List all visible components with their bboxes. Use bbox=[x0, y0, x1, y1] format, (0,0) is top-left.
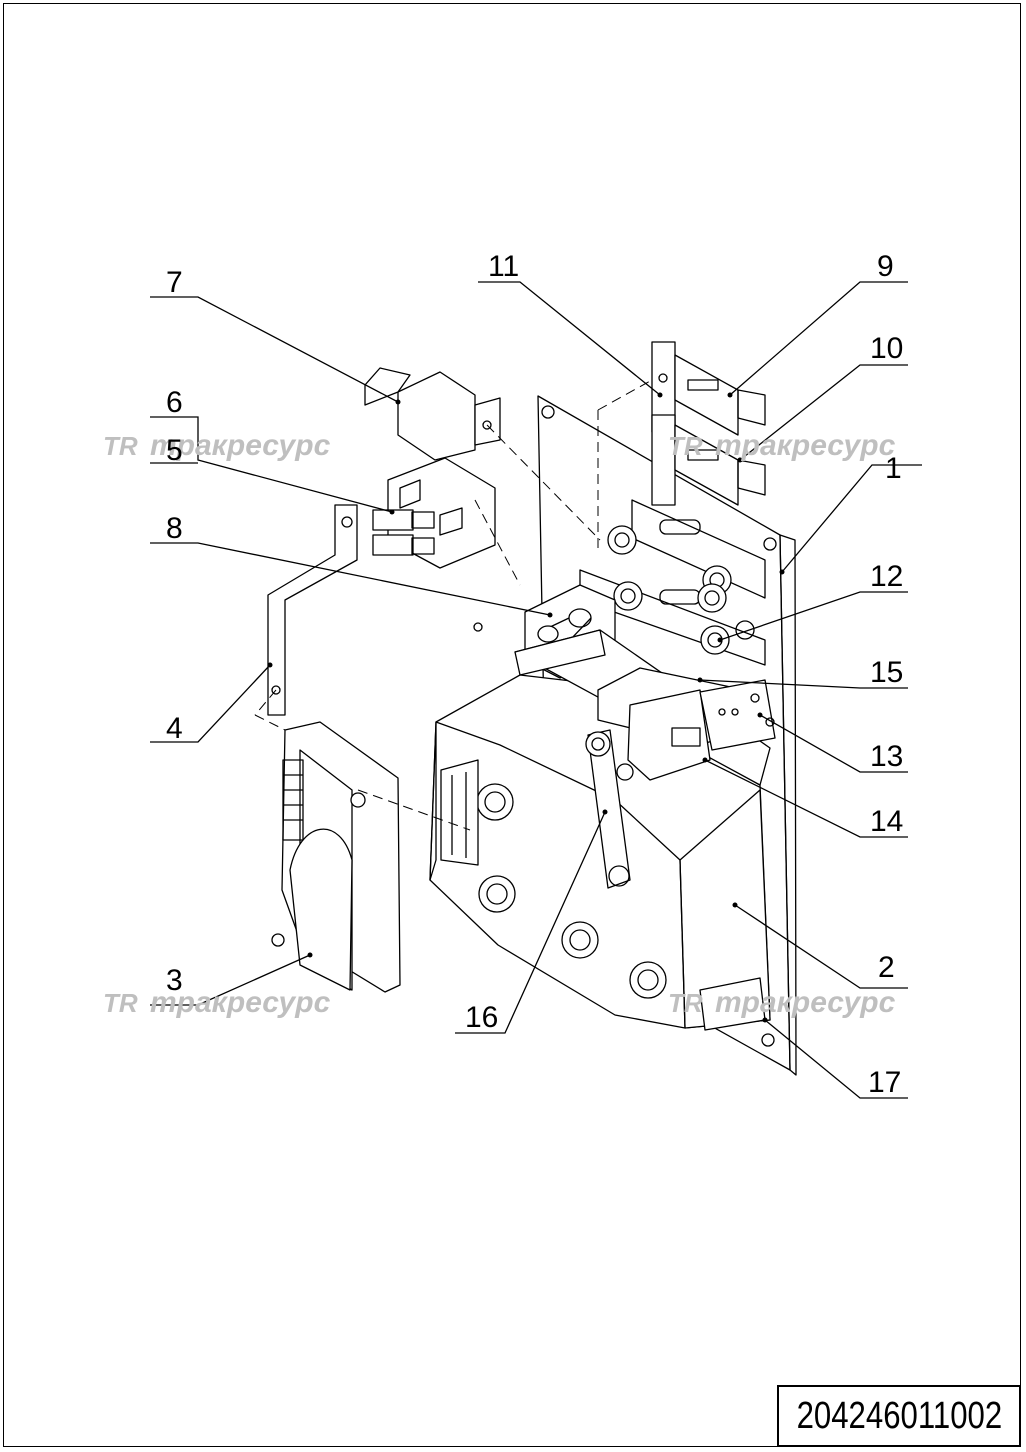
relay bbox=[364, 367, 501, 461]
callout-label: 7 bbox=[166, 266, 183, 299]
callout-label: 12 bbox=[870, 560, 903, 593]
watermark-logo: TR bbox=[103, 431, 138, 461]
callout-label: 9 bbox=[877, 250, 894, 283]
drawing-number: 204246011002 bbox=[796, 1394, 1002, 1437]
mounting-bracket bbox=[267, 504, 358, 716]
callout-label: 10 bbox=[870, 332, 903, 365]
callout-labels: 1 2 3 4 5 6 7 8 9 10 11 12 13 14 15 16 1… bbox=[166, 250, 903, 1099]
callout-label: 14 bbox=[870, 805, 903, 838]
callout-label: 8 bbox=[166, 512, 183, 545]
callout-label: 13 bbox=[870, 740, 903, 773]
callout-label: 1 bbox=[885, 452, 902, 485]
drawing-number-stamp: 204246011002 bbox=[777, 1385, 1021, 1447]
watermark-text: тракресурс bbox=[715, 986, 896, 1019]
watermark-logo: TR bbox=[668, 988, 703, 1018]
leader-dots bbox=[267, 392, 785, 1023]
watermark-logo: TR bbox=[668, 431, 703, 461]
watermark-text: тракресурс bbox=[715, 429, 896, 462]
callout-label: 11 bbox=[488, 250, 519, 283]
control-module bbox=[271, 721, 401, 993]
contactor bbox=[597, 667, 776, 781]
callout-label: 6 bbox=[166, 386, 183, 419]
callout-label: 15 bbox=[870, 656, 903, 689]
watermark-group: TR тракресурс TR тракресурс TR тракресур… bbox=[103, 429, 896, 1019]
lever bbox=[585, 729, 634, 889]
callout-label: 3 bbox=[166, 964, 183, 997]
callout-label: 17 bbox=[868, 1066, 901, 1099]
callout-label: 2 bbox=[878, 951, 895, 984]
callout-label: 16 bbox=[465, 1001, 498, 1034]
drawing-frame bbox=[3, 3, 1021, 1447]
callout-label: 5 bbox=[166, 434, 183, 467]
watermark-logo: TR bbox=[103, 988, 138, 1018]
relay-socket bbox=[372, 457, 496, 569]
watermark-text: тракресурс bbox=[150, 986, 331, 1019]
leader-lines bbox=[150, 281, 922, 1099]
fuse-lower bbox=[651, 414, 766, 506]
callout-label: 4 bbox=[166, 712, 183, 745]
watermark-text: тракресурс bbox=[150, 429, 331, 462]
assembly-lines bbox=[254, 379, 653, 831]
fuse-upper bbox=[651, 341, 766, 436]
